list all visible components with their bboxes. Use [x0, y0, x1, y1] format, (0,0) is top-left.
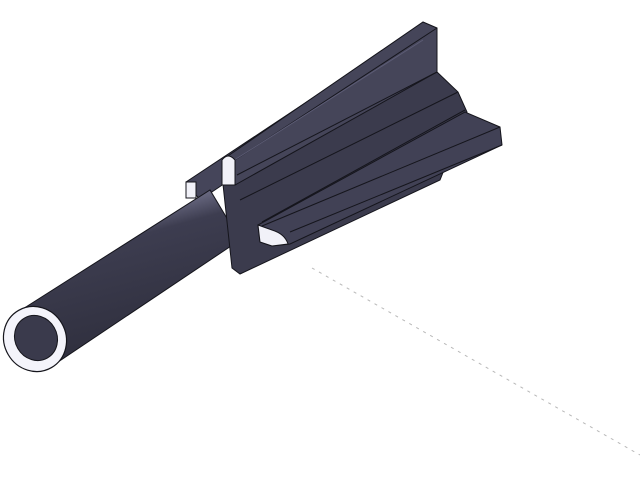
- construction-line: [311, 267, 640, 456]
- rear-tab-highlight: [185, 181, 197, 199]
- top-fin-end-highlight: [221, 155, 236, 186]
- right-fin-end-highlight: [257, 224, 289, 247]
- tube-bore: [13, 314, 59, 362]
